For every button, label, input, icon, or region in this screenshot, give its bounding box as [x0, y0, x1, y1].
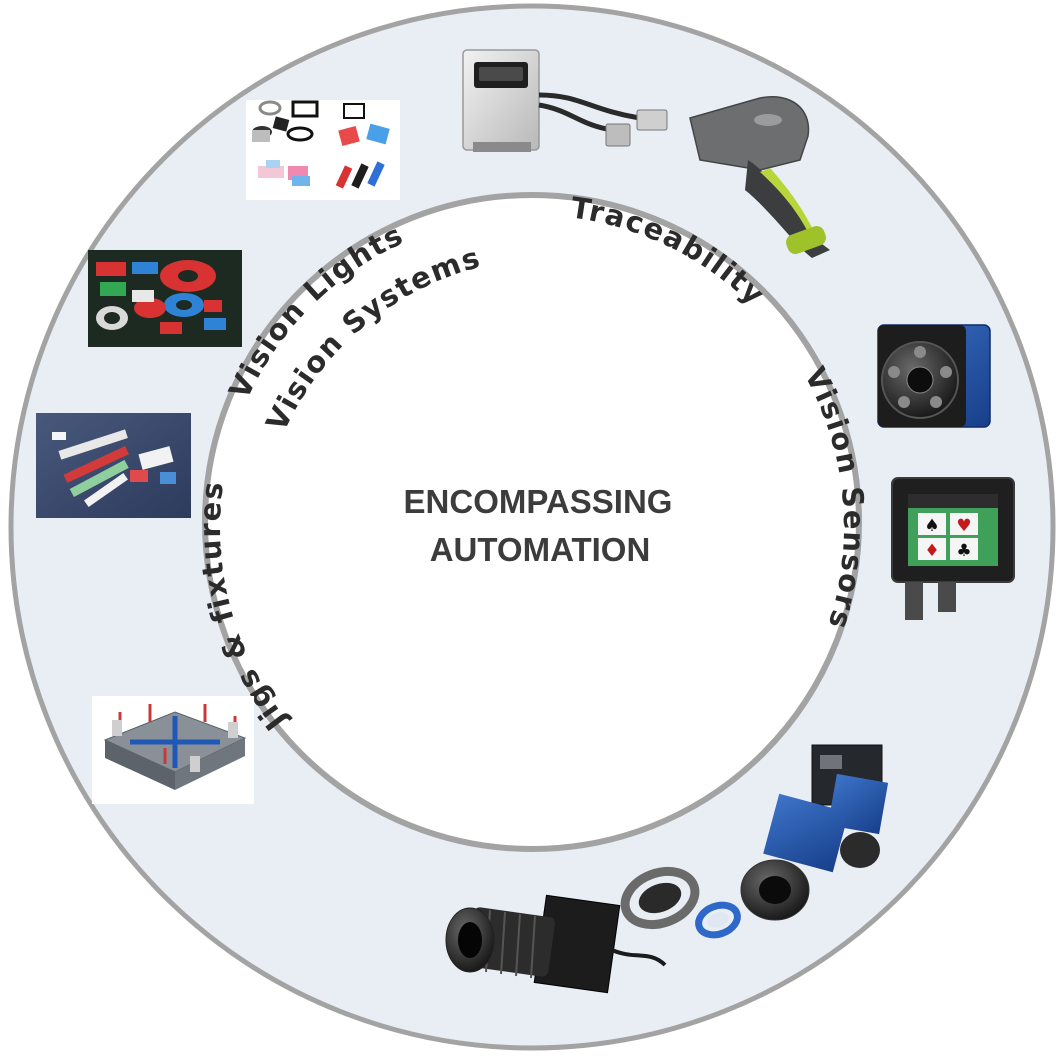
camera-cluster-image	[740, 744, 889, 921]
ring-light-pair-image	[620, 866, 741, 939]
svg-text:♣: ♣	[956, 541, 971, 561]
barcode-reader-image	[462, 49, 668, 152]
bar-lights-image	[36, 413, 191, 518]
light-accessories-image	[246, 100, 400, 200]
svg-text:♦: ♦	[924, 541, 939, 561]
vision-sensor-image	[877, 324, 991, 428]
smart-camera-display-image: ♠ ♥ ♦ ♣	[891, 477, 1015, 620]
handheld-scanner-image	[689, 96, 830, 258]
jig-fixture-image	[92, 696, 254, 804]
center-title-line2: AUTOMATION	[430, 531, 651, 568]
svg-text:♠: ♠	[924, 516, 939, 536]
industrial-camera-lens-image	[445, 894, 667, 994]
ring-lights-image	[88, 250, 242, 347]
center-title-line1: ENCOMPASSING	[404, 483, 673, 520]
svg-text:♥: ♥	[956, 516, 971, 536]
inner-circle	[202, 192, 862, 852]
